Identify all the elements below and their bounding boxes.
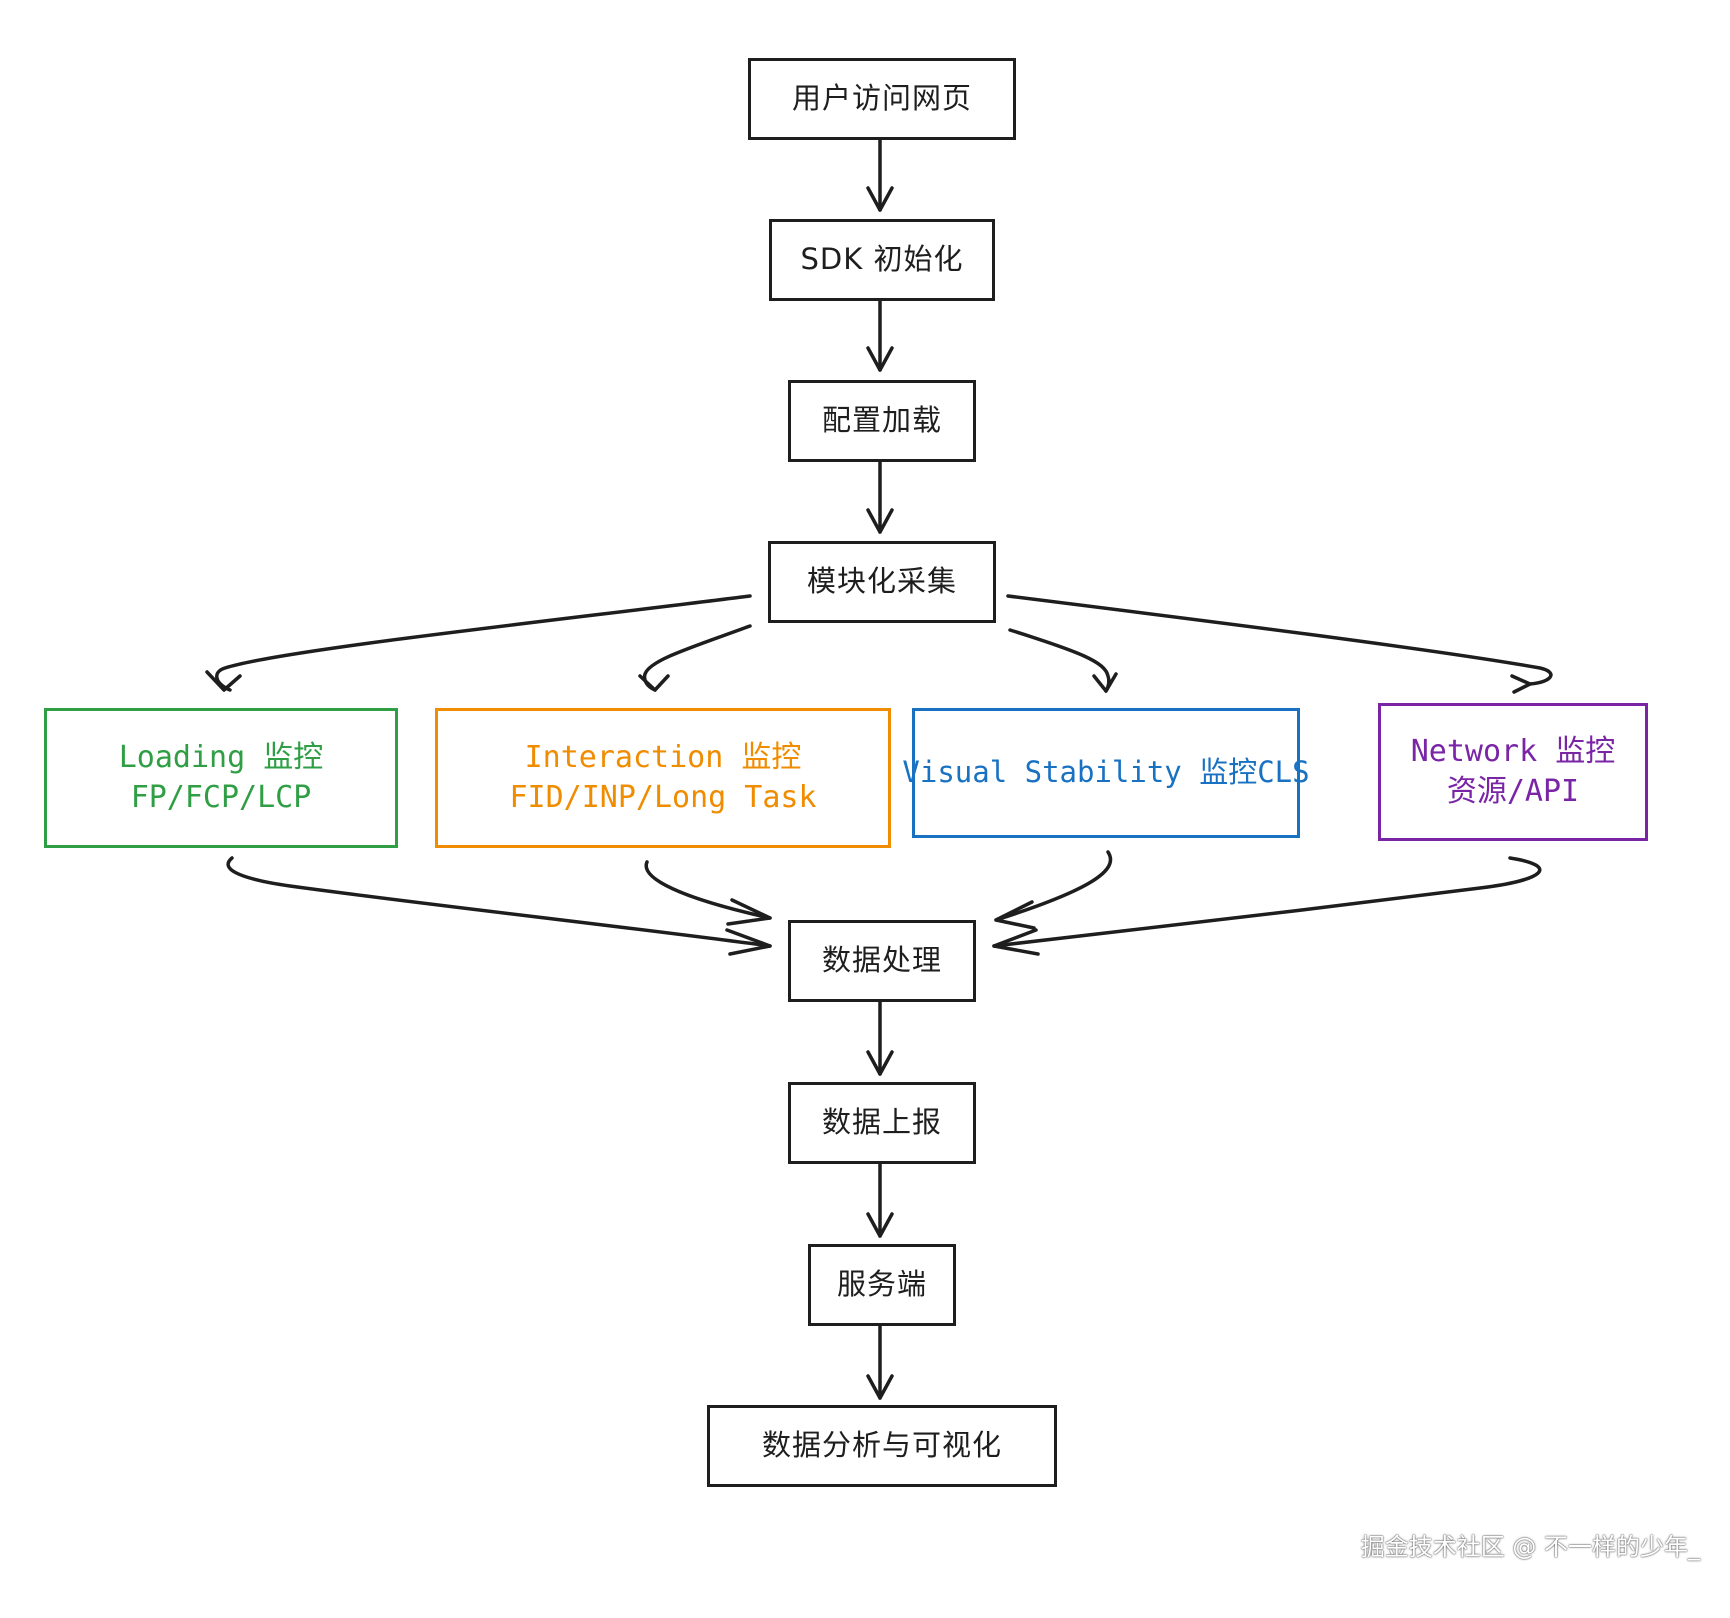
arrow-process-to-report [866,1000,894,1076]
node-sdk-init-label: SDK 初始化 [800,242,964,277]
node-network-metrics: 资源/API [1446,774,1580,809]
node-visual-stability-monitor: Visual Stability 监控CLS [902,708,1310,838]
arrow-loading-to-process [226,856,772,956]
node-visual-title: Visual Stability 监控CLS [902,755,1310,790]
arrow-config-to-collect [866,458,894,534]
node-sdk-init: SDK 初始化 [769,219,995,301]
node-data-process-label: 数据处理 [821,943,942,978]
node-modular-collect: 模块化采集 [768,541,996,623]
node-network-monitor: Network 监控 资源/API [1378,703,1648,841]
node-visit-label: 用户访问网页 [791,81,972,116]
node-visit: 用户访问网页 [748,58,1016,140]
node-modular-collect-label: 模块化采集 [806,564,957,599]
node-data-report-label: 数据上报 [821,1105,942,1140]
node-server-label: 服务端 [836,1267,927,1302]
arrow-collect-to-network [1006,594,1553,694]
node-config-load-label: 配置加载 [821,403,942,438]
node-analysis-visualization: 数据分析与可视化 [707,1405,1057,1487]
watermark-text: 掘金技术社区 @ 不一样的少年_ [1360,1533,1700,1561]
node-data-process: 数据处理 [788,920,976,1002]
arrow-collect-to-visual [1008,628,1118,693]
node-interaction-metrics: FID/INP/Long Task [509,780,817,815]
node-loading-title: Loading 监控 [118,739,324,775]
arrow-sdk-to-config [866,296,894,372]
node-interaction-monitor: Interaction 监控 FID/INP/Long Task [435,708,891,848]
arrow-network-to-process [992,856,1542,956]
node-config-load: 配置加载 [788,380,976,462]
node-data-report: 数据上报 [788,1082,976,1164]
node-network-title: Network 监控 [1410,733,1616,769]
arrow-collect-to-interaction [638,624,752,692]
arrow-collect-to-loading [205,594,752,692]
arrow-visit-to-sdk [866,136,894,212]
arrow-visual-to-process [994,850,1113,930]
node-loading-metrics: FP/FCP/LCP [130,780,312,815]
arrow-report-to-server [866,1162,894,1238]
node-server: 服务端 [808,1244,956,1326]
arrow-server-to-analysis [866,1324,894,1400]
node-interaction-title: Interaction 监控 [524,739,802,775]
arrow-interaction-to-process [644,860,772,926]
node-loading-monitor: Loading 监控 FP/FCP/LCP [44,708,398,848]
node-analysis-label: 数据分析与可视化 [761,1428,1002,1463]
